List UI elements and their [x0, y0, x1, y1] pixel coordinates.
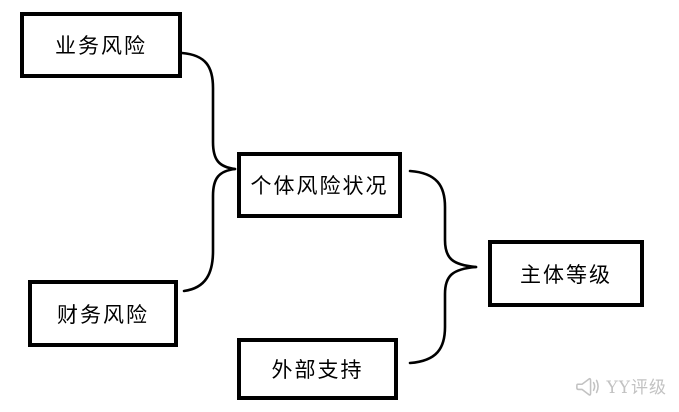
box-external-support-label: 外部支持 [271, 358, 364, 382]
box-external-support: 外部支持 [237, 338, 398, 400]
box-individual-risk-label: 个体风险状况 [250, 174, 389, 198]
watermark: YY评级 [574, 373, 667, 398]
megaphone-icon [574, 374, 602, 398]
right-curly-brace [408, 169, 478, 365]
left-curly-brace [180, 51, 237, 293]
watermark-label: YY评级 [606, 378, 667, 398]
box-business-risk-label: 业务风险 [55, 34, 147, 58]
box-business-risk: 业务风险 [20, 12, 182, 78]
box-entity-rating: 主体等级 [488, 240, 644, 307]
box-entity-rating-label: 主体等级 [520, 262, 612, 287]
box-financial-risk: 财务风险 [28, 280, 178, 347]
box-financial-risk-label: 财务风险 [57, 302, 149, 327]
box-individual-risk: 个体风险状况 [237, 152, 402, 218]
